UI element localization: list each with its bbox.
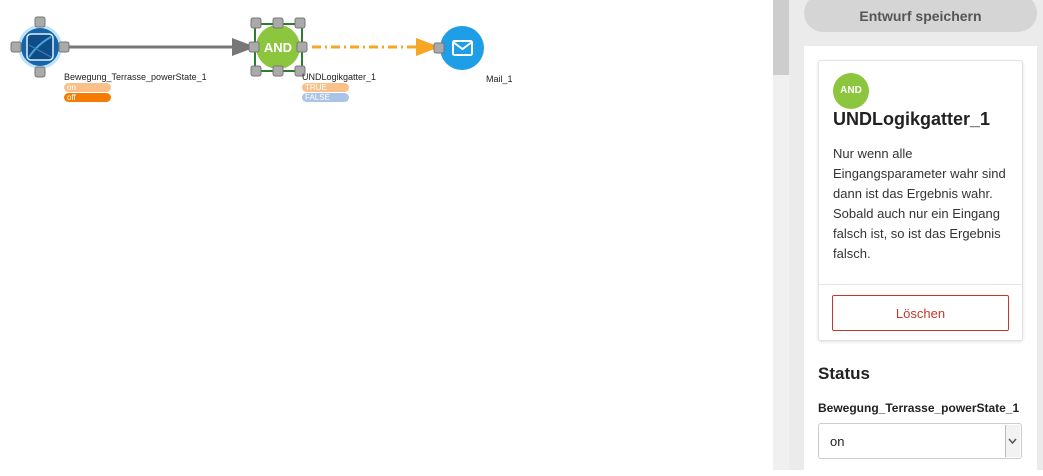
and-gate-badge: AND [263,40,293,55]
canvas-scroll-thumb[interactable] [773,0,789,75]
sensor-node[interactable] [18,25,62,69]
output-false[interactable]: FALSE [302,93,349,102]
output-off[interactable]: off [64,93,111,102]
select-arrow[interactable] [1005,425,1020,457]
mail-node-label: Mail_1 [486,74,513,84]
node-description: Nur wenn alle Eingangsparameter wahr sin… [833,146,1006,261]
properties-panel: AND UNDLogikgatter_1 Nur wenn alle Einga… [804,46,1037,476]
card-divider [819,284,1022,285]
status-heading: Status [818,364,870,383]
and-gate-node[interactable] [256,25,300,69]
mail-node-handle[interactable] [433,42,445,54]
properties-sidebar: Entwurf speichern AND UNDLogikgatter_1 N… [789,0,1043,476]
and-gate-handles[interactable] [248,17,308,77]
and-gate-badge: AND [833,73,869,109]
output-on[interactable]: on [64,83,111,92]
status-field-label: Bewegung_Terrasse_powerState_1 [818,401,1020,415]
flow-canvas[interactable]: AND Bewegung_Terrasse_powerState_1 on of… [0,0,773,470]
and-gate-label: UNDLogikgatter_1 [302,72,377,82]
connection-arrowhead-icon [416,38,440,56]
output-true[interactable]: TRUE [302,83,349,92]
canvas-scrollbar[interactable] [773,0,789,470]
state-select[interactable]: on [818,423,1022,459]
chevron-down-icon [1008,438,1017,445]
node-title: UNDLogikgatter_1 [833,109,991,129]
envelope-icon [452,40,473,56]
state-select-value: on [830,434,845,449]
flow-graph [10,16,484,78]
sensor-node-handles[interactable] [10,16,70,78]
node-info-card: AND UNDLogikgatter_1 Nur wenn alle Einga… [818,60,1023,341]
save-draft-button[interactable]: Entwurf speichern [804,0,1037,32]
sensor-node-label: Bewegung_Terrasse_powerState_1 [64,72,207,82]
connection-arrowhead-icon [232,38,256,56]
delete-button[interactable]: Löschen [832,295,1009,331]
